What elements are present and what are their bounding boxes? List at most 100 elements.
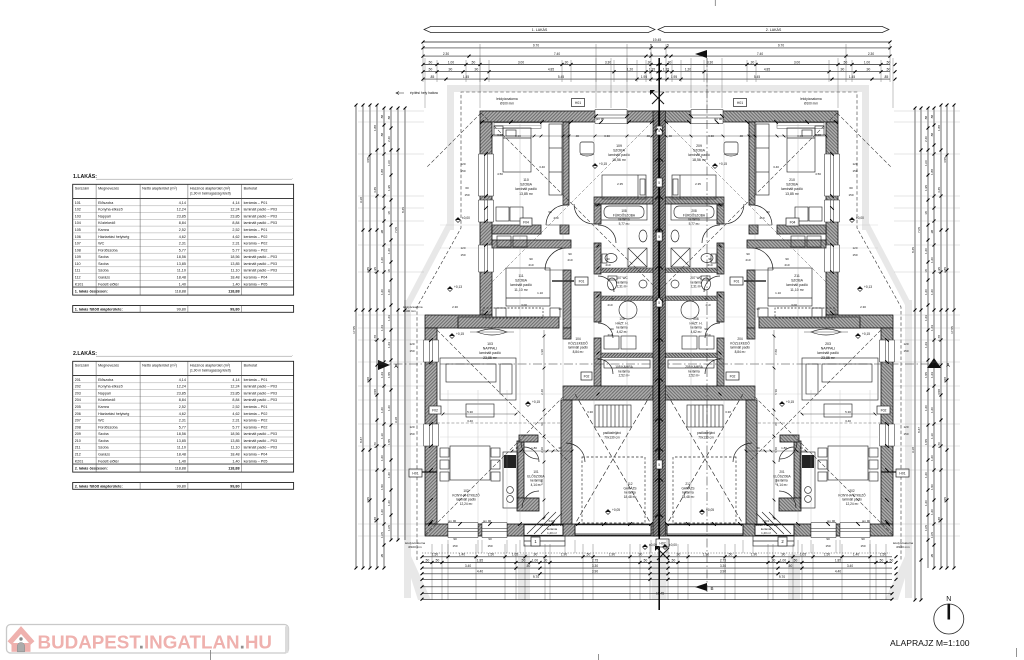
svg-text:12,24: 12,24 [230,208,239,212]
svg-text:Fedett előtér: Fedett előtér [98,282,119,286]
svg-text:.50: .50 [526,564,531,568]
svg-text:2,52: 2,52 [179,405,186,409]
svg-text:3.38: 3.38 [937,517,941,523]
svg-text:kerámia: kerámia [624,491,636,495]
svg-text:18: 18 [924,211,928,215]
svg-text:pm 90: pm 90 [714,117,723,121]
svg-text:+0,15: +0,15 [599,162,607,166]
svg-text:4,14: 4,14 [232,201,239,205]
svg-text:4.50: 4.50 [815,172,821,176]
svg-text:kerámia – P01: kerámia – P01 [244,201,268,205]
svg-text:1.20: 1.20 [380,289,384,295]
svg-text:1.29: 1.29 [387,315,391,321]
svg-text:120: 120 [409,425,414,429]
svg-text:laminált padló: laminált padló [479,351,501,355]
svg-text:.50: .50 [886,68,891,72]
svg-text:laminált padló – P03: laminált padló – P03 [244,269,277,273]
svg-text:3.30: 3.30 [707,60,713,64]
svg-text:1.29: 1.29 [380,372,384,378]
svg-text:K201: K201 [75,459,84,463]
svg-text:1.95: 1.95 [387,185,391,191]
svg-text:.90: .90 [866,68,871,72]
svg-text:101: 101 [75,201,81,205]
svg-text:90: 90 [606,257,610,261]
svg-text:23,85: 23,85 [230,215,239,219]
svg-text:Szoba: Szoba [98,432,109,436]
svg-text:.: . [292,175,293,180]
svg-text:NAPPALI: NAPPALI [821,347,836,351]
svg-text:Ø100 mm: Ø100 mm [804,101,818,105]
svg-text:150: 150 [409,349,414,353]
svg-text:pm 90: pm 90 [827,519,836,523]
svg-text:90: 90 [453,537,457,541]
svg-text:13,85 m²: 13,85 m² [519,192,534,196]
svg-text:207 WC: 207 WC [690,276,702,280]
svg-text:Nappali: Nappali [98,215,111,219]
svg-text:1.70: 1.70 [373,442,377,448]
svg-text:(1,90 m belmagasság felett): (1,90 m belmagasság felett) [190,368,231,372]
svg-text:17.55: 17.55 [950,326,954,334]
svg-text:laminált padló: laminált padló [781,187,803,191]
svg-text:H01: H01 [575,101,581,105]
svg-text:Burkolat: Burkolat [244,364,258,368]
svg-text:8,84 m²: 8,84 m² [573,350,584,354]
svg-text:kerámia – P04: kerámia – P04 [244,453,268,457]
svg-text:1.78: 1.78 [937,335,941,341]
svg-text:104: 104 [575,337,581,341]
svg-text:18,56 m²: 18,56 m² [612,158,627,162]
svg-text:.95: .95 [380,554,384,559]
svg-text:150: 150 [860,544,865,548]
svg-text:99,80: 99,80 [177,308,186,312]
svg-text:3.00: 3.00 [497,133,503,137]
svg-text:209: 209 [696,144,702,148]
svg-text:GARÁZS: GARÁZS [623,486,636,490]
svg-text:12,24: 12,24 [177,385,186,389]
svg-text:1.55: 1.55 [924,439,928,445]
svg-text:.30: .30 [750,60,755,64]
svg-text:90: 90 [540,422,544,426]
svg-text:1.20: 1.20 [924,248,928,254]
svg-text:padlásfeljáró: padlásfeljáró [603,431,621,435]
svg-text:+0,15: +0,15 [719,162,727,166]
svg-text:1.50: 1.50 [540,479,544,485]
svg-text:1.88: 1.88 [380,169,384,175]
svg-text:1.20: 1.20 [387,405,391,411]
svg-text:laminált padló – P03: laminált padló – P03 [244,215,277,219]
svg-text:Sorszám: Sorszám [75,187,90,191]
svg-text:.50: .50 [425,558,430,562]
svg-text:KÖZLEKEDŐ: KÖZLEKEDŐ [730,340,750,345]
svg-text:.50: .50 [428,68,433,72]
svg-text:11,10: 11,10 [177,446,186,450]
svg-text:2. lakás összesen:: 2. lakás összesen: [75,467,108,471]
svg-text:Szoba: Szoba [98,446,109,450]
svg-text:120: 120 [903,425,908,429]
svg-text:1.40: 1.40 [459,553,465,557]
svg-text:B: B [710,586,713,591]
svg-text:H01: H01 [899,471,905,475]
svg-text:111: 111 [75,269,81,273]
svg-text:5: 5 [658,235,660,239]
svg-text:4,14: 4,14 [179,201,186,205]
svg-text:5.30: 5.30 [467,410,473,414]
svg-text:Előszoba: Előszoba [98,378,114,382]
svg-text:letolyócsatorna: letolyócsatorna [893,541,914,545]
svg-text:204: 204 [75,398,81,402]
svg-text:12,24: 12,24 [230,385,239,389]
svg-text:kerámia – P02: kerámia – P02 [244,242,268,246]
svg-text:.58: .58 [380,133,384,138]
svg-text:4.55: 4.55 [943,157,947,163]
svg-text:1.80: 1.80 [781,446,787,450]
svg-text:Hasznos alapterület (m²): Hasznos alapterület (m²) [190,364,230,368]
svg-text:1.05: 1.05 [380,532,384,538]
svg-text:108: 108 [621,209,627,213]
svg-text:1.00: 1.00 [387,160,391,166]
svg-text:75: 75 [596,357,600,361]
svg-text:2,52: 2,52 [179,228,186,232]
svg-text:210: 210 [707,263,712,267]
svg-text:SZOBA: SZOBA [693,149,706,153]
svg-text:laminált padló: laminált padló [842,498,862,502]
svg-text:FÜRDŐSZOBA: FÜRDŐSZOBA [613,212,636,217]
svg-text:8.45: 8.45 [911,247,915,253]
svg-text:kerámia – P04: kerámia – P04 [244,276,268,280]
svg-text:2,52 m²: 2,52 m² [619,374,630,378]
